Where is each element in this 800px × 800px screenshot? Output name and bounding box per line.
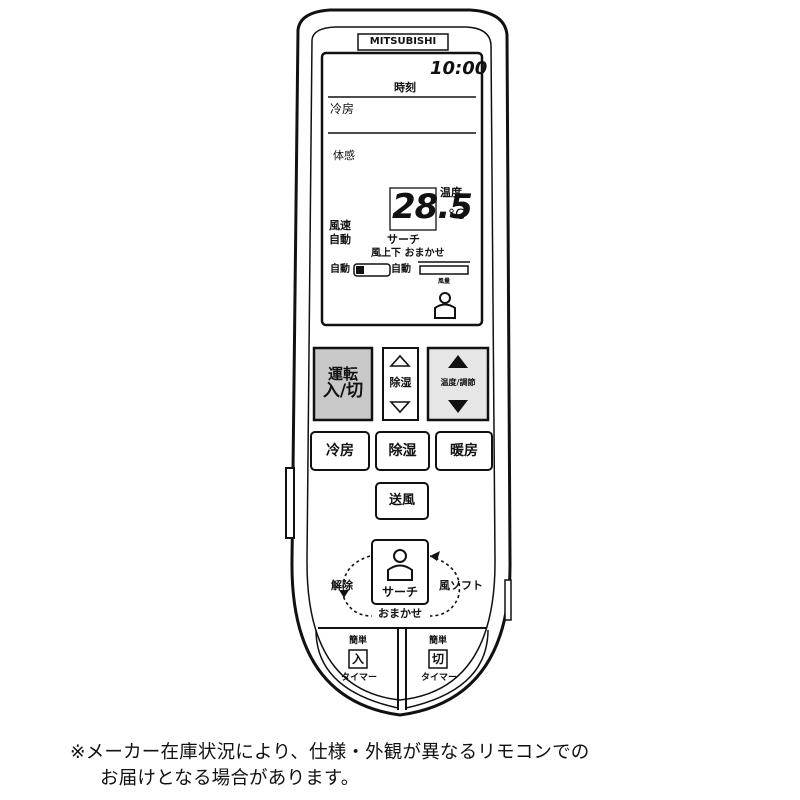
fan-speed-value: 自動 <box>329 233 351 246</box>
lcd-screen <box>320 51 484 327</box>
on-timer-button[interactable]: 入 <box>349 650 367 668</box>
on-timer-label: タイマー <box>340 673 377 684</box>
clock-display: 10:00 <box>430 58 488 79</box>
search-person-body <box>387 564 413 581</box>
power-button-shape <box>312 346 374 422</box>
side-slot <box>285 467 295 539</box>
temp-adjust-button[interactable]: 温度/調節 <box>428 374 488 392</box>
cool-button[interactable]: 冷房 <box>311 432 369 470</box>
dry-button-shape <box>375 431 430 471</box>
temperature-display: 28.5 <box>392 187 473 227</box>
cool-button-label: 冷房 <box>326 442 354 459</box>
brand-logo: MITSUBISHI <box>369 36 437 47</box>
omakase-label: おまかせ <box>378 607 422 621</box>
heat-button-shape <box>435 431 493 471</box>
off-timer-mark-box <box>428 649 448 669</box>
power-button-line1: 運転 <box>327 365 358 384</box>
fan-button-label: 送風 <box>388 493 415 509</box>
search-button[interactable]: サーチ <box>372 582 428 602</box>
arc-right <box>429 555 461 617</box>
search-person-head <box>393 549 407 563</box>
auto-right-label: 自動 <box>391 264 411 275</box>
dehumid-adjust-shape <box>382 347 419 421</box>
fan-button-shape <box>375 482 429 520</box>
feel-label: 体感 <box>333 149 355 162</box>
off-timer-button[interactable]: 切 <box>429 650 447 668</box>
soft-wind-label: 風ソフト <box>439 579 483 593</box>
temp-label: 温度 <box>440 186 462 199</box>
notice-line-1: ※メーカー在庫状況により、仕様・外観が異なるリモコンでの <box>70 742 590 763</box>
notice-line-2: お届けとなる場合があります。 <box>100 768 360 789</box>
temp-adjust-label: 温度/調節 <box>440 377 476 387</box>
off-timer-mark: 切 <box>431 651 444 666</box>
off-timer-simple-label: 簡単 <box>428 636 447 647</box>
temp-unit: °C <box>448 207 465 223</box>
mode-display: 冷房 <box>330 102 355 116</box>
temp-down-arrow <box>448 400 468 413</box>
search-button-shape <box>371 539 429 605</box>
heat-button-label: 暖房 <box>450 442 478 459</box>
side-slot-right <box>504 579 512 621</box>
dry-button[interactable]: 除湿 <box>376 432 429 470</box>
lcd-person-head <box>439 292 451 304</box>
wind-bar <box>419 265 469 275</box>
lcd-person-body <box>434 303 456 319</box>
clock-label: 時刻 <box>394 81 416 94</box>
temp-up-arrow <box>448 355 468 368</box>
cool-button-shape <box>310 431 370 471</box>
on-timer-mark-box <box>348 649 368 669</box>
search-lcd-label: サーチ <box>387 233 420 246</box>
power-button[interactable]: 運転 入/切 <box>314 348 372 420</box>
vane-label: 風上下 おまかせ <box>371 248 445 259</box>
dehumid-adjust-label: 除湿 <box>389 376 412 390</box>
heat-button[interactable]: 暖房 <box>436 432 492 470</box>
temp-segment-box <box>389 187 437 231</box>
dry-button-label: 除湿 <box>388 442 417 459</box>
search-button-label: サーチ <box>381 584 418 599</box>
wind-label: 風量 <box>438 278 451 285</box>
remote-inner-outline <box>306 26 496 701</box>
auto-left-label: 自動 <box>330 264 350 275</box>
cancel-label: 解除 <box>331 579 353 593</box>
on-timer-mark: 入 <box>351 651 364 666</box>
power-button-line2: 入/切 <box>322 380 364 401</box>
on-timer-simple-label: 簡単 <box>348 636 367 647</box>
fan-button[interactable]: 送風 <box>376 483 428 519</box>
brand-plate <box>357 33 449 51</box>
fan-speed-label: 風速 <box>329 219 351 232</box>
off-timer-label: タイマー <box>420 673 457 684</box>
timer-outline <box>315 629 489 709</box>
dehumid-adjust-button[interactable]: 除湿 <box>383 372 418 394</box>
